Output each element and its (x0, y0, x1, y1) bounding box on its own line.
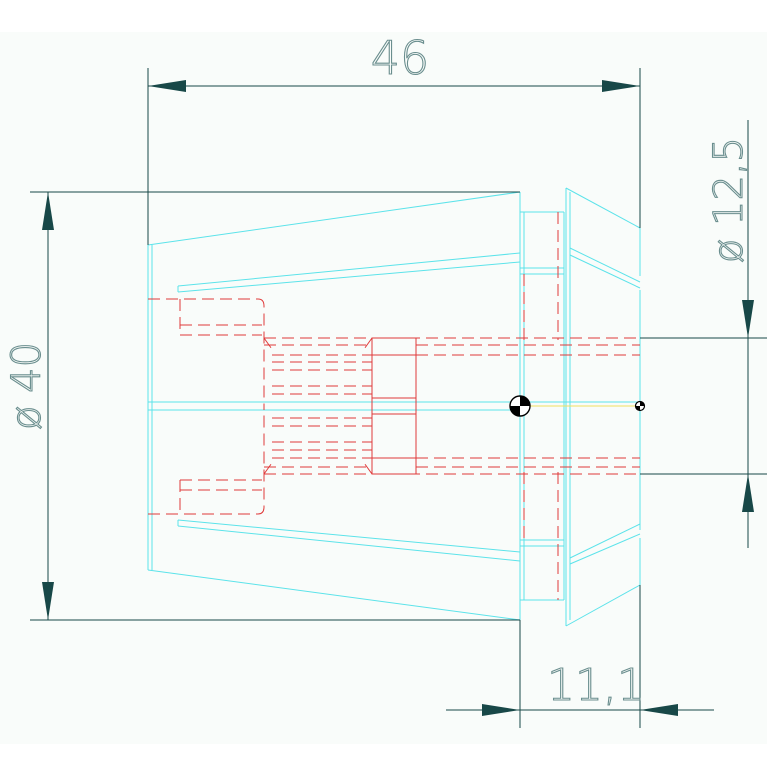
bore-diameter-dimension: ø 12,5 (706, 137, 752, 263)
tool-point-marker (634, 400, 646, 412)
nose-length-dimension: 11,1 (547, 660, 645, 711)
drawing-background (0, 32, 767, 744)
datum-origin-marker (509, 395, 531, 417)
hidden-nut-block (371, 337, 417, 475)
overall-length-dimension: 46 (371, 31, 430, 85)
dimension-arrows (42, 80, 754, 716)
hidden-bore-lines (148, 212, 640, 600)
outer-diameter-dimension: ø 40 (4, 342, 50, 430)
